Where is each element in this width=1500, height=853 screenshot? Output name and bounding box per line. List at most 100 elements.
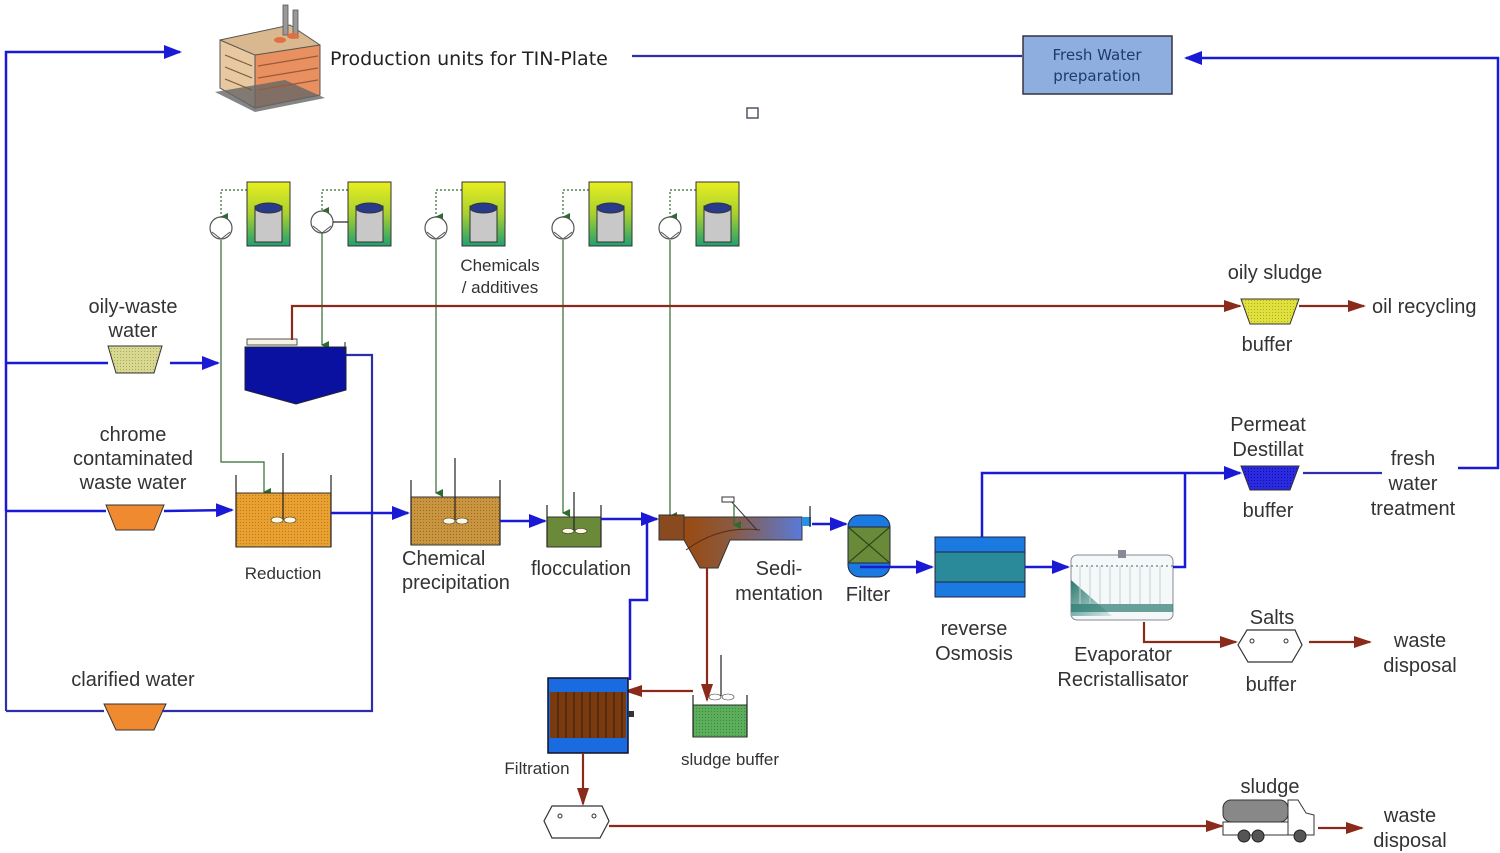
filtrate-return-line	[628, 519, 649, 680]
dosing-unit	[209, 181, 291, 247]
container-port	[557, 813, 563, 819]
ro-label-1: reverse	[941, 618, 1008, 640]
chemicals-label-line2: / additives	[462, 278, 539, 297]
oily-sludge-line	[290, 300, 1242, 340]
fresh-water-box-line1: Fresh Water	[1052, 46, 1142, 64]
chrome-label-2: contaminated	[73, 448, 193, 470]
filter-label: Filter	[846, 584, 891, 606]
fresh-water-preparation-box[interactable]: Fresh Water preparation	[1022, 35, 1173, 95]
suction-line	[321, 189, 348, 215]
filter-vessel	[847, 514, 891, 578]
evaporator-unit	[1070, 550, 1174, 621]
fresh-water-treatment-3: treatment	[1371, 498, 1456, 520]
oily-buffer-label: buffer	[1242, 334, 1293, 356]
permeat-buffer	[1240, 465, 1300, 491]
return-to-fresh-water-line	[1184, 51, 1500, 470]
salts-buffer-port	[1283, 638, 1289, 644]
fresh-water-box-line2: preparation	[1053, 67, 1140, 85]
dosing-unit	[551, 181, 633, 247]
suction-line	[435, 189, 462, 221]
dosing-unit	[310, 181, 392, 247]
chemical-dosing-units	[209, 181, 740, 247]
suction-line	[220, 189, 247, 221]
ro-label-2: Osmosis	[935, 643, 1013, 665]
evaporator-label-1: Evaporator	[1074, 644, 1172, 666]
sludge-label: sludge	[1241, 776, 1300, 798]
chemicals-label-line1: Chemicals	[460, 256, 539, 275]
permeat-label-1: Permeat	[1230, 414, 1306, 436]
fresh-water-treatment-1: fresh	[1391, 448, 1435, 470]
dosing-pump-icon	[209, 216, 233, 240]
oily-sludge-buffer	[1240, 298, 1300, 325]
evaporator-salts-line	[1142, 622, 1238, 648]
chrome-label-1: chrome	[100, 424, 167, 446]
dosing-pump-icon	[310, 210, 334, 234]
reduction-label: Reduction	[245, 564, 322, 583]
permeat-buffer-label: buffer	[1243, 500, 1294, 522]
pump-valve-mark	[553, 231, 573, 240]
flocculation-label: flocculation	[531, 558, 631, 580]
reverse-osmosis-unit	[934, 536, 1026, 598]
dosing-pump-icon	[658, 216, 682, 240]
sludge-disposal-2: disposal	[1373, 830, 1446, 852]
factory-icon	[215, 4, 325, 112]
salts-disposal-2: disposal	[1383, 655, 1456, 677]
pump-valve-mark	[660, 231, 680, 240]
clarified-water-label: clarified water	[71, 669, 195, 691]
dosing-unit	[658, 181, 740, 247]
sludge-buffer-label: sludge buffer	[681, 750, 779, 769]
drum-lid	[469, 202, 498, 214]
chem-feed-reduction	[220, 240, 271, 496]
fresh-water-treatment-2: water	[1388, 473, 1438, 495]
ro-permeat-line	[980, 466, 1242, 537]
pump-valve-mark	[211, 231, 231, 240]
filter-cake-container	[543, 805, 610, 839]
salts-buffer-label: buffer	[1246, 674, 1297, 696]
production-units-label: Production units for TIN-Plate	[330, 48, 608, 70]
pump-valve-mark	[426, 231, 446, 240]
clarified-water-buffer	[103, 703, 167, 731]
chem-precip-label-1: Chemical	[402, 548, 485, 570]
oily-waste-label-1: oily-waste	[89, 296, 178, 318]
left-return-line	[4, 45, 182, 511]
oily-waste-label-2: water	[108, 320, 158, 342]
sludge-buffer-tank	[692, 655, 748, 738]
salts-buffer	[1237, 629, 1303, 663]
suction-line	[669, 189, 696, 221]
salts-label: Salts	[1250, 607, 1294, 629]
sludge-disposal-1: waste	[1383, 805, 1436, 827]
dosing-pump-icon	[551, 216, 575, 240]
salts-disposal-1: waste	[1393, 630, 1446, 652]
chemical-container	[695, 181, 740, 247]
evaporator-label-2: Recristallisator	[1057, 669, 1188, 691]
permeat-label-2: Destillat	[1232, 439, 1304, 461]
drum-lid	[355, 202, 384, 214]
small-square-marker	[746, 107, 759, 119]
container-port	[591, 813, 597, 819]
filtration-label: Filtration	[504, 759, 569, 778]
suction-line	[562, 189, 589, 221]
drum-lid	[703, 202, 732, 214]
reduction-tank	[235, 453, 332, 548]
sedimentation-label-1: Sedi-	[756, 558, 803, 580]
chrome-buffer	[105, 504, 165, 531]
precipitation-tank	[410, 458, 501, 546]
chem-precip-label-2: precipitation	[402, 572, 510, 594]
sedimentation-label-2: mentation	[735, 583, 823, 605]
drum-lid	[596, 202, 625, 214]
chrome-label-3: waste water	[79, 472, 187, 494]
clarified-return-line	[162, 353, 374, 713]
flocculation-tank	[546, 492, 602, 548]
drum-lid	[254, 202, 283, 214]
filter-press	[547, 677, 634, 754]
dosing-pump-icon	[424, 216, 448, 240]
truck-icon	[1222, 799, 1315, 843]
sedimentation-tank	[658, 496, 811, 569]
oily-sludge-label: oily sludge	[1228, 262, 1323, 284]
salts-buffer-port	[1249, 638, 1255, 644]
evaporator-destillat-line	[1173, 473, 1187, 569]
oil-separator-tank	[244, 338, 347, 405]
oily-waste-buffer	[107, 345, 163, 374]
chrome-to-reduction-line	[163, 503, 234, 518]
